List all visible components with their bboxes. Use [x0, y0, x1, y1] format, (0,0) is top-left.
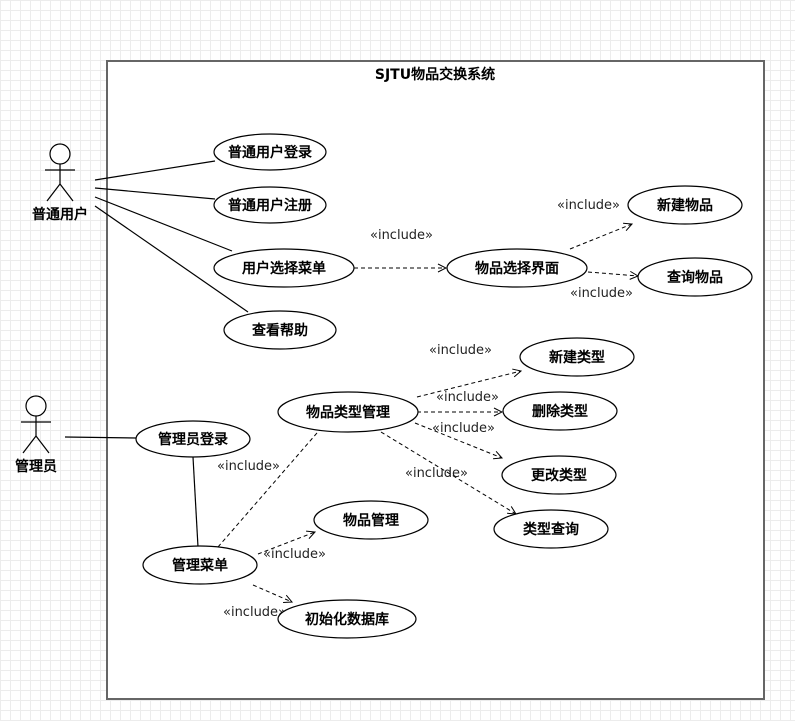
include-label-typemgmt-typequery: «include» — [405, 466, 468, 481]
actor-admin-head-icon — [25, 395, 47, 417]
use-case-query-item[interactable]: 查询物品 — [637, 257, 753, 297]
include-label-menu-initdb: «include» — [223, 605, 286, 620]
include-labels: «include» «include» «include» «include» … — [217, 198, 633, 620]
use-case-item-select[interactable]: 物品选择界面 — [446, 248, 588, 288]
include-arrow-select-query — [587, 272, 638, 276]
include-label-menu-itemmgmt: «include» — [263, 547, 326, 562]
use-case-init-db[interactable]: 初始化数据库 — [277, 599, 417, 639]
actor-user-head-icon — [49, 143, 71, 165]
use-case-label: 普通用户登录 — [228, 144, 312, 161]
use-case-label: 查询物品 — [667, 269, 723, 286]
assoc-user-register — [94, 187, 216, 200]
include-label-menu-select: «include» — [370, 228, 433, 243]
actor-admin-label: 管理员 — [15, 458, 57, 475]
system-title: SJTU物品交换系统 — [375, 66, 495, 83]
actor-user — [45, 143, 75, 202]
use-case-label: 物品类型管理 — [306, 404, 390, 421]
use-case-label: 物品选择界面 — [475, 260, 559, 277]
use-case-label: 更改类型 — [531, 467, 587, 484]
use-case-label: 初始化数据库 — [305, 611, 389, 628]
assoc-user-login — [94, 160, 216, 181]
use-case-type-query[interactable]: 类型查询 — [493, 509, 609, 549]
use-case-admin-login[interactable]: 管理员登录 — [135, 420, 251, 458]
include-arrows — [217, 224, 638, 602]
use-case-new-item[interactable]: 新建物品 — [627, 185, 743, 225]
include-label-typemgmt-updatetype: «include» — [432, 421, 495, 436]
use-case-user-register[interactable]: 普通用户注册 — [213, 186, 327, 224]
use-case-new-type[interactable]: 新建类型 — [519, 337, 635, 377]
system-boundary: SJTU物品交换系统 — [106, 60, 765, 700]
use-case-user-menu[interactable]: 用户选择菜单 — [213, 248, 355, 288]
include-label-menu-typemgmt: «include» — [217, 459, 280, 474]
association-lines — [64, 160, 249, 548]
include-arrow-typemgmt-newtype — [416, 371, 521, 398]
use-case-label: 查看帮助 — [252, 322, 308, 339]
use-case-delete-type[interactable]: 删除类型 — [502, 391, 618, 431]
assoc-login-menu — [192, 456, 199, 548]
include-arrow-menu-initdb — [252, 584, 292, 602]
assoc-admin-login — [64, 436, 137, 439]
actor-user-label: 普通用户 — [32, 206, 88, 223]
use-case-label: 管理菜单 — [172, 557, 228, 574]
use-case-label: 普通用户注册 — [228, 197, 312, 214]
use-case-update-type[interactable]: 更改类型 — [501, 455, 617, 495]
actor-admin — [21, 395, 51, 454]
use-case-admin-menu[interactable]: 管理菜单 — [142, 545, 258, 585]
use-case-label: 删除类型 — [532, 403, 588, 420]
include-arrow-menu-itemmgmt — [257, 532, 315, 555]
include-label-typemgmt-newtype: «include» — [429, 343, 492, 358]
include-label-typemgmt-deletetype: «include» — [436, 390, 499, 405]
use-case-label: 类型查询 — [523, 521, 579, 538]
use-case-label: 新建物品 — [657, 197, 713, 214]
use-case-item-mgmt[interactable]: 物品管理 — [313, 500, 429, 540]
use-case-label: 新建类型 — [549, 349, 605, 366]
use-case-label: 物品管理 — [343, 512, 399, 529]
use-case-label: 用户选择菜单 — [242, 260, 326, 277]
include-label-select-query: «include» — [570, 286, 633, 301]
use-case-label: 管理员登录 — [158, 431, 228, 448]
include-arrow-typemgmt-typequery — [380, 431, 516, 514]
assoc-user-help — [94, 205, 249, 313]
use-case-type-mgmt[interactable]: 物品类型管理 — [277, 391, 419, 433]
assoc-user-menu — [94, 196, 233, 252]
use-case-help[interactable]: 查看帮助 — [223, 310, 337, 350]
include-label-select-newitem: «include» — [557, 198, 620, 213]
use-case-user-login[interactable]: 普通用户登录 — [213, 133, 327, 171]
include-arrow-menu-typemgmt — [217, 418, 330, 548]
include-arrow-typemgmt-updatetype — [414, 422, 502, 458]
